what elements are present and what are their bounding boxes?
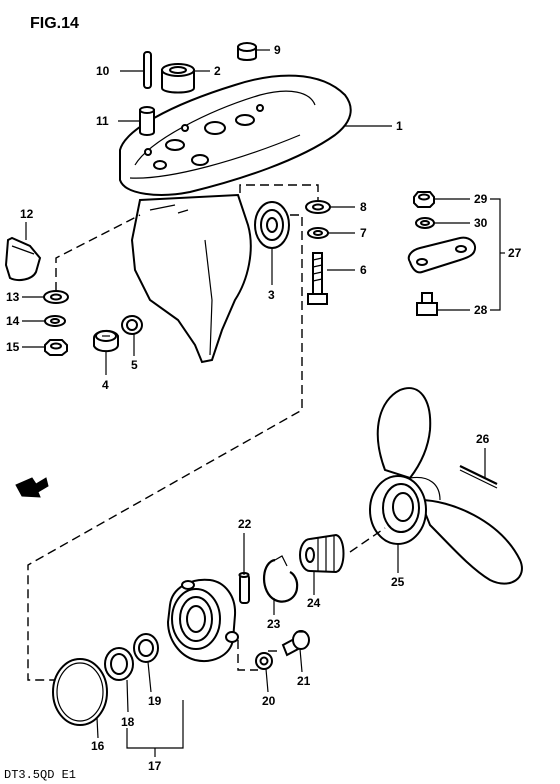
- callout-19: 19: [148, 694, 162, 708]
- callout-20: 20: [262, 694, 276, 708]
- callout-8: 8: [360, 200, 367, 214]
- diagram-code: DT3.5QD E1: [4, 768, 76, 782]
- callout-7: 7: [360, 226, 367, 240]
- callout-23: 23: [267, 617, 281, 631]
- callout-16: 16: [91, 739, 105, 753]
- callout-6: 6: [360, 263, 367, 277]
- callouts: 1 2 3 4 5 6 7 8 9 10 11 12 13 14 15 16 1…: [6, 43, 522, 773]
- pin-22: [238, 572, 250, 604]
- cotter-pin: [459, 465, 498, 489]
- washer-30: [415, 217, 435, 229]
- callout-15: 15: [6, 340, 20, 354]
- gasket: [121, 315, 143, 335]
- lock-washer: [307, 227, 329, 239]
- bolt: [307, 252, 328, 305]
- front-arrow-icon: [15, 477, 49, 498]
- roller-bushing: [299, 533, 345, 574]
- callout-14: 14: [6, 314, 20, 328]
- callout-3: 3: [268, 288, 275, 302]
- propeller: [369, 387, 523, 585]
- dowel: [139, 106, 155, 136]
- bearing: [254, 201, 290, 249]
- oil-seal-18: [104, 647, 134, 681]
- nut-15: [44, 339, 68, 356]
- callout-1: 1: [396, 119, 403, 133]
- callout-28: 28: [474, 303, 488, 317]
- washer-14: [44, 315, 66, 327]
- cap: [237, 42, 257, 61]
- callout-12: 12: [20, 207, 34, 221]
- callout-4: 4: [102, 378, 109, 392]
- assembly-lines: [27, 184, 386, 681]
- bushing: [161, 63, 195, 94]
- snap-ring: [263, 555, 299, 603]
- callout-25: 25: [391, 575, 405, 589]
- callout-18: 18: [121, 715, 135, 729]
- bolt-21: [281, 630, 310, 657]
- callout-13: 13: [6, 290, 20, 304]
- washer: [305, 200, 331, 214]
- callout-29: 29: [474, 192, 488, 206]
- figure-title: FIG.14: [30, 15, 79, 32]
- washer-20: [255, 652, 273, 670]
- callout-9: 9: [274, 43, 281, 57]
- bracket-plate: [407, 236, 476, 274]
- gear-case: [119, 74, 352, 364]
- plug: [93, 330, 119, 353]
- o-ring: [52, 658, 108, 726]
- oil-seal-19: [133, 633, 159, 663]
- pin: [143, 51, 152, 89]
- bearing-housing: [166, 578, 239, 662]
- callout-24: 24: [307, 596, 321, 610]
- callout-5: 5: [131, 358, 138, 372]
- plate: [4, 236, 42, 281]
- nut-29: [413, 191, 435, 208]
- screw-28: [416, 292, 438, 316]
- callout-2: 2: [214, 64, 221, 78]
- callout-11: 11: [96, 114, 109, 128]
- callout-27: 27: [508, 246, 522, 260]
- callout-21: 21: [297, 674, 311, 688]
- callout-17: 17: [148, 759, 162, 773]
- callout-10: 10: [96, 64, 110, 78]
- leader-lines: [22, 49, 505, 757]
- washer-13: [43, 290, 69, 304]
- callout-26: 26: [476, 432, 490, 446]
- callout-30: 30: [474, 216, 488, 230]
- callout-22: 22: [238, 517, 252, 531]
